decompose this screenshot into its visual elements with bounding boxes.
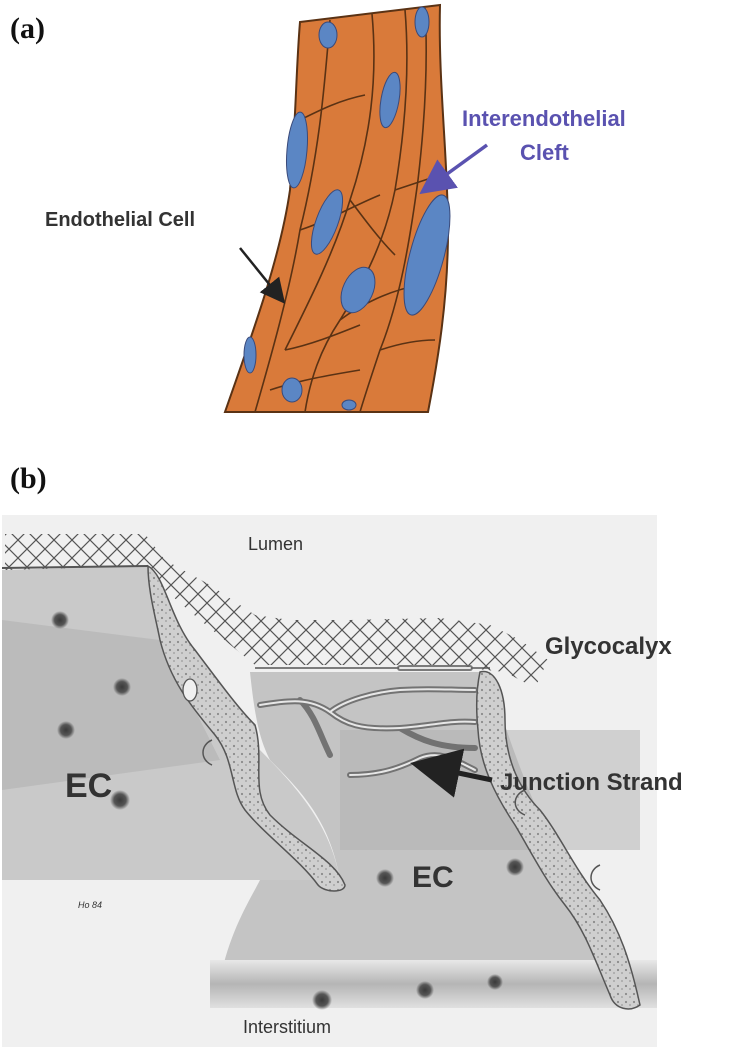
panel-a-illustration: Endothelial Cell Interendothelial Cleft	[45, 3, 626, 413]
cleft-label-line1: Interendothelial	[462, 106, 626, 131]
endothelial-cell-label: Endothelial Cell	[45, 209, 195, 231]
cleft-arrow	[419, 143, 489, 195]
glycocalyx-hatch	[5, 534, 548, 688]
cleft-label-line2: Cleft	[520, 140, 570, 165]
glycocalyx-label: Glycocalyx	[545, 633, 672, 660]
endothelial-cell-arrow	[239, 247, 286, 304]
ec-right-label: EC	[412, 861, 454, 894]
lumen-label: Lumen	[248, 534, 303, 554]
artist-signature: Ho 84	[78, 900, 102, 910]
junction-strand-label: Junction Strand	[500, 769, 683, 796]
interstitium-band	[210, 960, 657, 1008]
panel-b-illustration: Lumen Glycocalyx EC EC Junction Strand I…	[1, 515, 683, 1047]
interstitium-label: Interstitium	[243, 1017, 331, 1037]
right-cell-process	[475, 670, 641, 1010]
ec-left-label: EC	[65, 767, 112, 805]
cell-borders	[254, 7, 441, 413]
panel-b-label: (b)	[10, 462, 47, 495]
panel-a-label: (a)	[10, 12, 45, 45]
nuclear-dots	[51, 611, 524, 1010]
nuclei	[243, 6, 451, 411]
junction-strand-arrow	[410, 748, 493, 798]
